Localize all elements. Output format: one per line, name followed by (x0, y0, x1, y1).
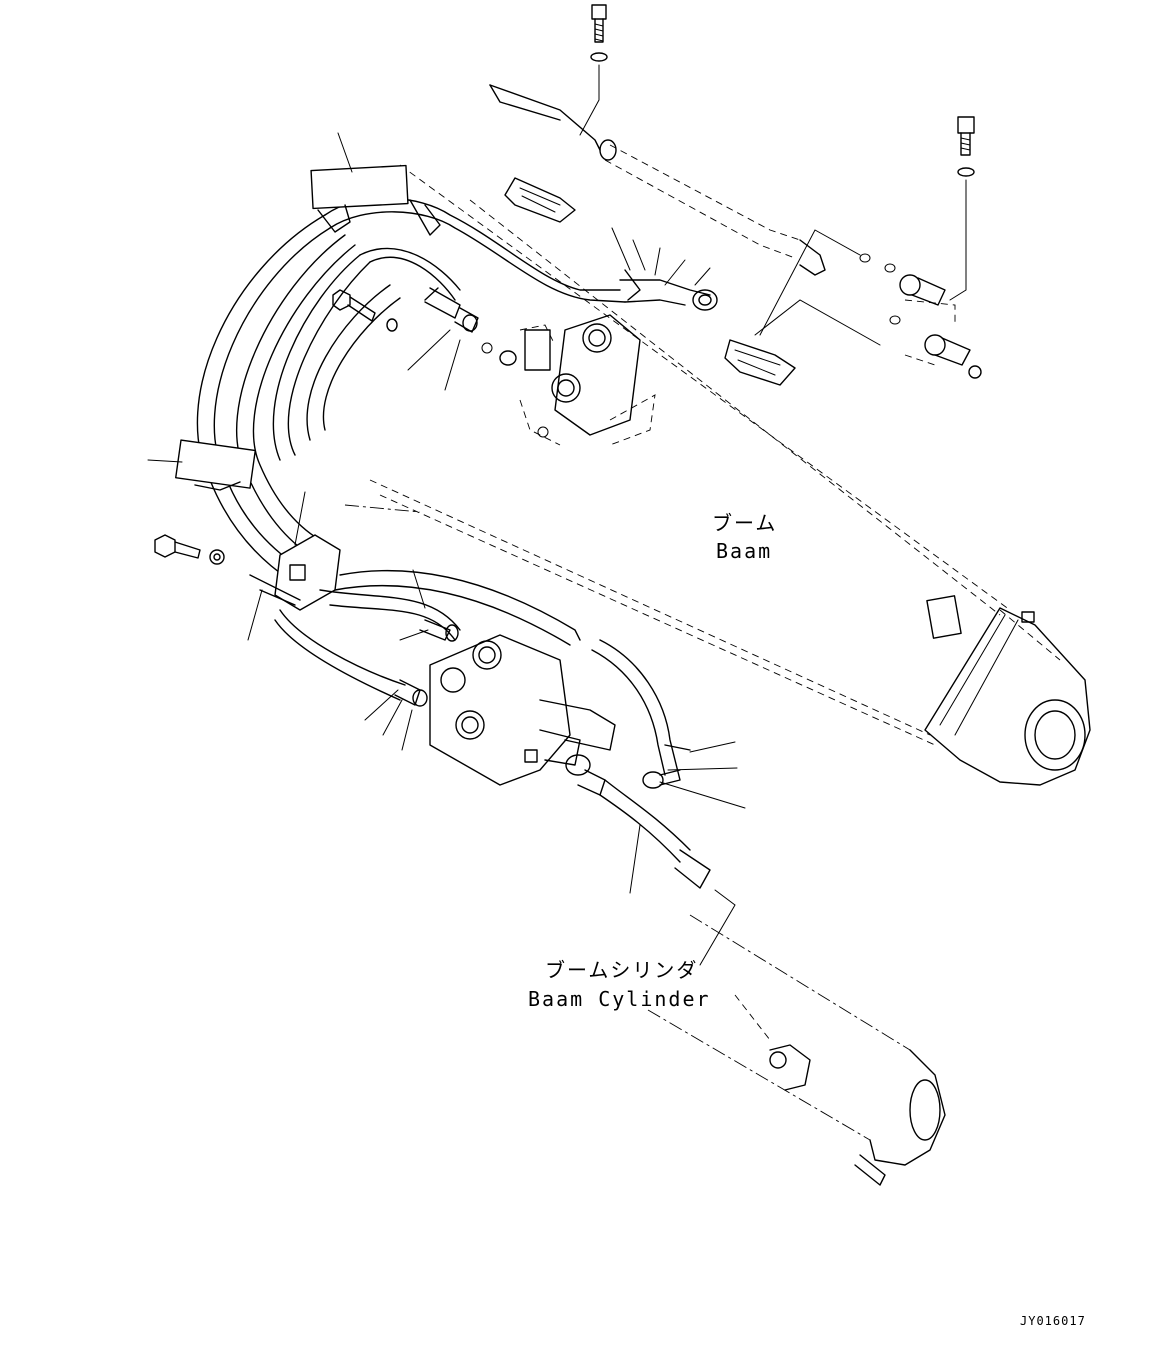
boom-cylinder (647, 889, 946, 1186)
clamp-block-middle (249, 534, 341, 611)
fitting-right-b (904, 334, 982, 379)
oring-1 (859, 253, 871, 263)
cylinder-hose (565, 754, 711, 889)
boom-outline (344, 164, 1091, 786)
leader-clamp (754, 299, 881, 346)
clamp-upper-1 (504, 177, 576, 223)
label-boom-en: Baam (716, 539, 772, 563)
upper-pipe (489, 84, 826, 276)
lower-hoses (274, 569, 691, 786)
oring-3 (889, 315, 901, 325)
leader-lines (147, 132, 746, 894)
lower-fittings (394, 619, 459, 720)
drawing-code: JY016017 (1020, 1314, 1086, 1328)
bolt-top-left (579, 4, 608, 136)
bolt-left-lower (154, 534, 225, 565)
fitting-right-a (899, 274, 956, 325)
bolt-left-upper (332, 289, 398, 332)
bolt-top-right (949, 116, 975, 301)
oring-2 (884, 263, 896, 273)
leader-clamp-2 (759, 229, 861, 336)
hose-fitting-upper (619, 269, 718, 311)
upper-valve-block (481, 314, 656, 446)
label-cylinder-jp: ブームシリンダ (545, 958, 698, 982)
clamp-left (175, 439, 256, 491)
label-cylinder-en: Baam Cylinder (528, 987, 711, 1011)
lower-valve-body (429, 634, 616, 786)
clamp-top (310, 164, 441, 236)
clamp-upper-2 (724, 339, 796, 386)
label-boom-jp: ブーム (712, 511, 777, 535)
hose-end-upper (424, 287, 479, 333)
hose-bundle (196, 197, 626, 581)
